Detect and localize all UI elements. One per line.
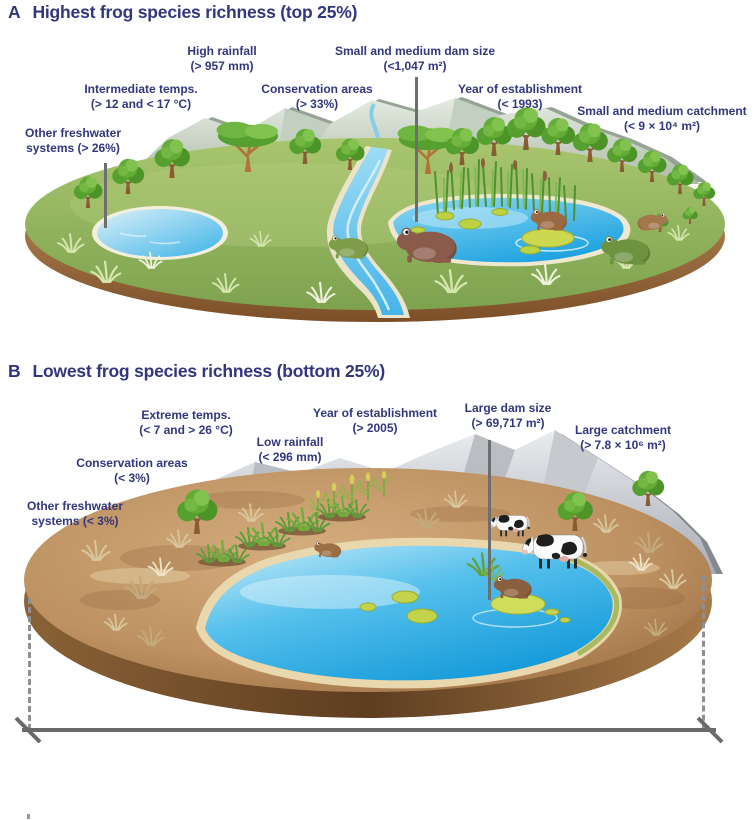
dam-pond-b (196, 537, 622, 689)
toad (396, 227, 457, 263)
label-value: systems (> 26%) (26, 140, 120, 155)
label-intermediate-temps: Intermediate temps. (> 12 and < 17 °C) (84, 82, 197, 111)
label-text: Conservation areas (76, 456, 188, 470)
label-catchment-b: Large catchment (> 7.8 × 10⁶ m²) (575, 423, 671, 452)
label-conservation-a: Conservation areas (> 33%) (261, 82, 372, 111)
label-value: (< 3%) (114, 470, 150, 485)
label-value: (> 69,717 m²) (471, 415, 545, 430)
label-value: (< 296 mm) (258, 449, 322, 464)
grass-sheen (70, 163, 510, 247)
label-value: (> 957 mm) (190, 58, 254, 73)
small-pond (92, 206, 228, 260)
lily-pads-b (359, 590, 571, 624)
label-value: (< 1993) (497, 96, 543, 111)
label-value: (< 7 and > 26 °C) (139, 422, 233, 437)
river (326, 146, 410, 318)
label-dam-size-b: Large dam size (> 69,717 m²) (465, 401, 552, 430)
label-text: Other freshwater (26, 499, 124, 513)
grass-a (57, 224, 690, 304)
cows (489, 514, 588, 570)
leader-dam-size-a (415, 77, 418, 222)
label-text: Intermediate temps. (84, 82, 198, 96)
frog-on-island-b (493, 576, 532, 599)
frogs-b (314, 541, 532, 599)
label-text: Year of establishment (312, 406, 438, 420)
label-extreme-temps: Extreme temps. (< 7 and > 26 °C) (139, 408, 233, 437)
crop-rows (195, 470, 392, 567)
panel-a-title-text: Highest frog species richness (top 25%) (32, 2, 358, 22)
label-establishment-a: Year of establishment (< 1993) (458, 82, 582, 111)
label-other-freshwater-b: Other freshwater systems (< 3%) (27, 499, 123, 528)
frog-on-lilypad (530, 209, 567, 231)
label-text: Other freshwater (24, 126, 122, 140)
green-frog-left (328, 235, 369, 259)
label-text: Small and medium dam size (334, 44, 496, 58)
label-text: Year of establishment (457, 82, 583, 96)
extent-dash-left (28, 598, 31, 730)
panel-b-title: B Lowest frog species richness (bottom 2… (8, 361, 386, 381)
ground-top-b (24, 468, 712, 692)
reeds (434, 159, 576, 221)
lily-pads-a (410, 208, 575, 255)
label-dam-size-a: Small and medium dam size (<1,047 m²) (335, 44, 495, 73)
sand-streaks (90, 561, 660, 629)
ground-side-b (24, 484, 712, 718)
soil-texture (80, 491, 685, 610)
reeds-light (443, 167, 557, 216)
label-text: Conservation areas (261, 82, 373, 96)
label-value: (< 9 × 10⁴ m²) (624, 118, 700, 133)
label-establishment-b: Year of establishment (> 2005) (313, 406, 437, 435)
leader-other-freshwater-a (104, 163, 107, 228)
panel-b-letter: B (8, 361, 21, 381)
cattails (449, 158, 547, 181)
label-catchment-a: Small and medium catchment (< 9 × 10⁴ m²… (577, 104, 746, 133)
label-text: Large catchment (574, 423, 672, 437)
label-text: Small and medium catchment (577, 104, 747, 118)
panel-a-title: A Highest frog species richness (top 25%… (8, 2, 358, 22)
label-value: systems (< 3%) (31, 513, 119, 528)
panel-a-letter: A (8, 2, 21, 22)
label-value: (> 33%) (295, 96, 339, 111)
label-text: Large dam size (464, 401, 552, 415)
label-value: (> 7.8 × 10⁶ m²) (580, 437, 666, 452)
label-value: (<1,047 m²) (383, 58, 447, 73)
label-text: High rainfall (187, 44, 257, 58)
dimension-line (22, 728, 716, 732)
island-grass-a (25, 138, 725, 310)
label-text: Extreme temps. (141, 408, 231, 422)
extent-dash-right (702, 576, 705, 730)
island-rim-a (25, 150, 725, 322)
cow-large (521, 533, 588, 570)
panel-b-title-text: Lowest frog species richness (bottom 25%… (32, 361, 386, 381)
frogs-a (328, 209, 668, 265)
frog-on-bank-b (314, 541, 342, 558)
label-conservation-b: Conservation areas (< 3%) (76, 456, 187, 485)
brown-frog-right (637, 212, 668, 231)
trees-b (176, 470, 665, 535)
green-frog-right (601, 235, 651, 265)
dry-grass-b (81, 490, 687, 646)
label-other-freshwater-a: Other freshwater systems (> 26%) (25, 126, 121, 155)
label-value: (> 2005) (352, 420, 398, 435)
pond-reeds-b2 (480, 563, 505, 581)
leader-dam-size-b (488, 440, 491, 600)
extent-dash-fragment (27, 814, 30, 819)
label-value: (> 12 and < 17 °C) (90, 96, 192, 111)
dam-pond-a (388, 193, 631, 267)
label-low-rainfall: Low rainfall (< 296 mm) (257, 435, 324, 464)
label-text: Low rainfall (256, 435, 324, 449)
label-high-rainfall: High rainfall (> 957 mm) (187, 44, 256, 73)
pond-reeds-b (466, 552, 500, 577)
cow-small (489, 514, 531, 537)
